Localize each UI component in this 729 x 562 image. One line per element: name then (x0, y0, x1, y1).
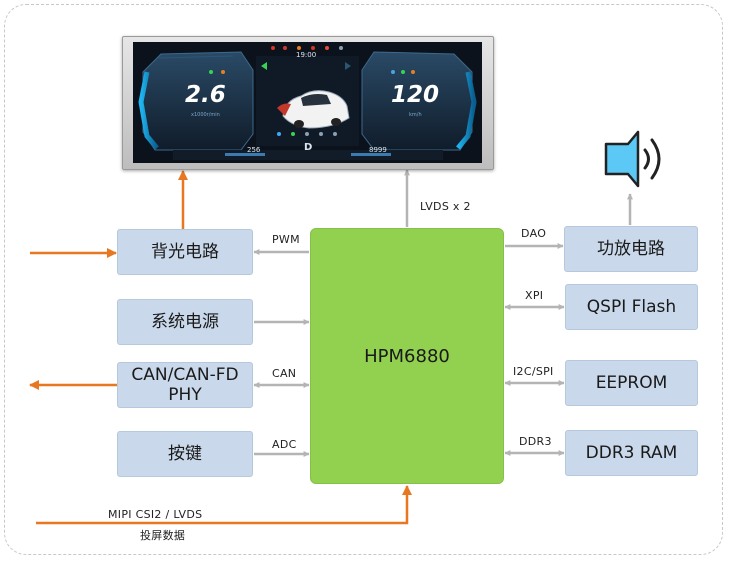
keys-block: 按键 (117, 431, 253, 477)
ddr3-label: DDR3 (519, 435, 552, 448)
camera-input-arrow (36, 485, 412, 525)
adc-label: ADC (272, 438, 297, 451)
i2c-spi-label: I2C/SPI (513, 365, 554, 378)
ddr3-ram-block: DDR3 RAM (565, 430, 698, 476)
qspi-flash-block: QSPI Flash (565, 284, 698, 330)
pwm-label: PWM (272, 233, 300, 246)
rpm-unit: x1000r/min (191, 112, 220, 118)
xpi-label: XPI (525, 289, 544, 302)
right-dial (361, 51, 473, 151)
cluster-graphics (133, 42, 482, 163)
system-power-block: 系统电源 (117, 299, 253, 345)
can-phy-block: CAN/CAN-FD PHY (117, 362, 253, 408)
right-odometer: 8999 (369, 146, 387, 154)
right-dial-arc (456, 71, 477, 150)
clock: 19:00 (296, 51, 317, 59)
screen-mirroring-label: 投屏数据 (140, 529, 186, 542)
keys-label: 按键 (168, 444, 202, 464)
can-label: CAN (272, 367, 297, 380)
system-power-label: 系统电源 (151, 312, 219, 332)
can-phy-label-line2: PHY (168, 385, 202, 405)
backlight-circuit-label: 背光电路 (151, 242, 219, 262)
eeprom-label: EEPROM (595, 373, 668, 393)
ddr3-ram-label: DDR3 RAM (585, 443, 678, 463)
gear-indicator: D (304, 142, 313, 153)
dao-label: DAO (521, 227, 547, 240)
eeprom-block: EEPROM (565, 360, 698, 406)
backlight-circuit-block: 背光电路 (117, 229, 253, 275)
soc-block: HPM6880 (310, 228, 504, 484)
speed-value: 120 (391, 82, 440, 108)
speed-unit: km/h (409, 112, 422, 118)
lvds-label: LVDS x 2 (420, 200, 471, 213)
amplifier-label: 功放电路 (597, 239, 665, 259)
soc-label: HPM6880 (364, 345, 450, 367)
lcd-display: 19:00 2.6 x1000r/min 120 km/h D 256 8999 (122, 36, 494, 170)
qspi-flash-label: QSPI Flash (586, 297, 677, 317)
speaker-icon (604, 130, 661, 188)
can-phy-label-line1: CAN/CAN-FD (131, 365, 239, 385)
dashed-frame (4, 4, 723, 555)
instrument-cluster: 19:00 2.6 x1000r/min 120 km/h D 256 8999 (133, 42, 482, 163)
turn-signal-icon (261, 62, 267, 70)
amplifier-block: 功放电路 (564, 226, 698, 272)
car-image (282, 90, 350, 129)
left-odometer: 256 (247, 146, 261, 154)
left-dial-arc (138, 71, 159, 150)
camera-input-label: MIPI CSI2 / LVDS (108, 508, 203, 521)
rpm-value: 2.6 (185, 82, 226, 108)
